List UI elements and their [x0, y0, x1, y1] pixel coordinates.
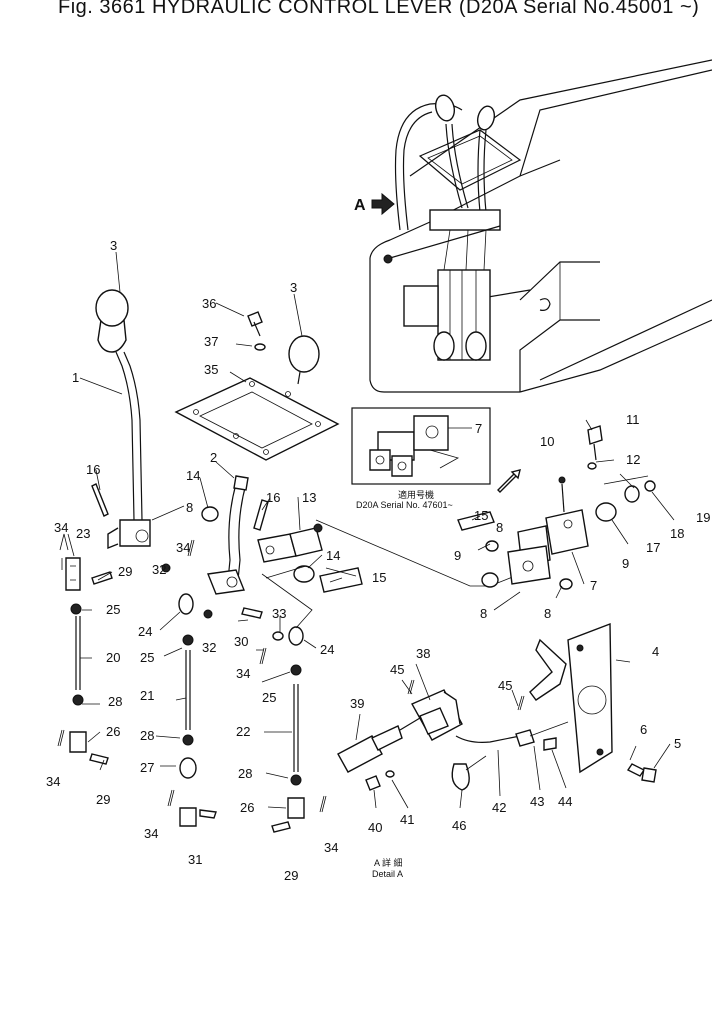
- callout-14-b: 14: [326, 548, 340, 563]
- left-lever-assembly: [65, 289, 217, 827]
- callout-29-c: 29: [284, 868, 298, 883]
- view-marker-a: A: [354, 197, 366, 214]
- callout-29-a: 29: [118, 564, 132, 579]
- machine-overview: A: [354, 59, 712, 393]
- callout-26-b: 26: [240, 800, 254, 815]
- callout-18: 18: [670, 526, 684, 541]
- callout-labels: 3 3 1 36 37 35 16 16 8 8 8 8 34 34 34 34…: [46, 238, 710, 883]
- callout-10: 10: [540, 434, 554, 449]
- callout-41: 41: [400, 812, 414, 827]
- callout-43: 43: [530, 794, 544, 809]
- callout-30: 30: [234, 634, 248, 649]
- callout-34-d: 34: [46, 774, 60, 789]
- callout-6: 6: [640, 722, 647, 737]
- callout-34-e: 34: [144, 826, 158, 841]
- callout-24-a: 24: [138, 624, 152, 639]
- callout-12: 12: [626, 452, 640, 467]
- callout-17: 17: [646, 540, 660, 555]
- callout-34-b: 34: [176, 540, 190, 555]
- callout-39: 39: [350, 696, 364, 711]
- callout-25-c: 25: [262, 690, 276, 705]
- callout-28-c: 28: [238, 766, 252, 781]
- callout-40: 40: [368, 820, 382, 835]
- callout-36: 36: [202, 296, 216, 311]
- callout-27: 27: [140, 760, 154, 775]
- callout-32-a: 32: [152, 562, 166, 577]
- inset-variant: 7 適用号機 D20A Serial No. 47601~: [351, 407, 521, 510]
- callout-2: 2: [210, 450, 217, 465]
- callout-19: 19: [696, 510, 710, 525]
- inset-caption-jp: 適用号機: [398, 489, 434, 500]
- inset-callout-7: 7: [475, 421, 482, 436]
- right-linkage: [457, 425, 657, 783]
- callout-7: 7: [590, 578, 597, 593]
- callout-15-a: 15: [372, 570, 386, 585]
- detail-caption-jp: A 詳 細: [374, 857, 403, 868]
- callout-4: 4: [652, 644, 659, 659]
- callout-13: 13: [302, 490, 316, 505]
- callout-44: 44: [558, 794, 572, 809]
- callout-45-b: 45: [498, 678, 512, 693]
- callout-11: 11: [626, 412, 640, 427]
- callout-26-a: 26: [106, 724, 120, 739]
- callout-34-a: 34: [54, 520, 68, 535]
- callout-1: 1: [72, 370, 79, 385]
- figure-title: Fig. 3661 HYDRAULIC CONTROL LEVER (D20A …: [58, 0, 700, 18]
- callout-9-a: 9: [454, 548, 461, 563]
- callout-25-a: 25: [106, 602, 120, 617]
- callout-32-b: 32: [202, 640, 216, 655]
- callout-20: 20: [106, 650, 120, 665]
- callout-3-center: 3: [290, 280, 297, 295]
- callout-9-b: 9: [622, 556, 629, 571]
- detail-a-assembly: A 詳 細 Detail A: [337, 679, 569, 879]
- callout-15-b: 15: [474, 508, 488, 523]
- inset-caption-serial: D20A Serial No. 47601~: [356, 500, 453, 510]
- callout-5: 5: [674, 736, 681, 751]
- callout-28-b: 28: [140, 728, 154, 743]
- callout-28-a: 28: [108, 694, 122, 709]
- callout-21: 21: [140, 688, 154, 703]
- callout-16-center: 16: [266, 490, 280, 505]
- callout-8-a: 8: [186, 500, 193, 515]
- callout-3-left: 3: [110, 238, 117, 253]
- callout-16-left: 16: [86, 462, 100, 477]
- callout-33: 33: [272, 606, 286, 621]
- callout-25-b: 25: [140, 650, 154, 665]
- callout-46: 46: [452, 818, 466, 833]
- callout-31: 31: [188, 852, 202, 867]
- center-lever-assembly: [57, 311, 521, 833]
- callout-24-b: 24: [320, 642, 334, 657]
- callout-37: 37: [204, 334, 218, 349]
- callout-14-a: 14: [186, 468, 200, 483]
- callout-42: 42: [492, 800, 506, 815]
- callout-29-b: 29: [96, 792, 110, 807]
- callout-34-f: 34: [324, 840, 338, 855]
- callout-8-c: 8: [480, 606, 487, 621]
- callout-35: 35: [204, 362, 218, 377]
- detail-caption-en: Detail A: [372, 869, 403, 879]
- callout-22: 22: [236, 724, 250, 739]
- callout-8-d: 8: [544, 606, 551, 621]
- callout-23: 23: [76, 526, 90, 541]
- callout-34-c: 34: [236, 666, 250, 681]
- callout-8-b: 8: [496, 520, 503, 535]
- callout-38: 38: [416, 646, 430, 661]
- callout-45-a: 45: [390, 662, 404, 677]
